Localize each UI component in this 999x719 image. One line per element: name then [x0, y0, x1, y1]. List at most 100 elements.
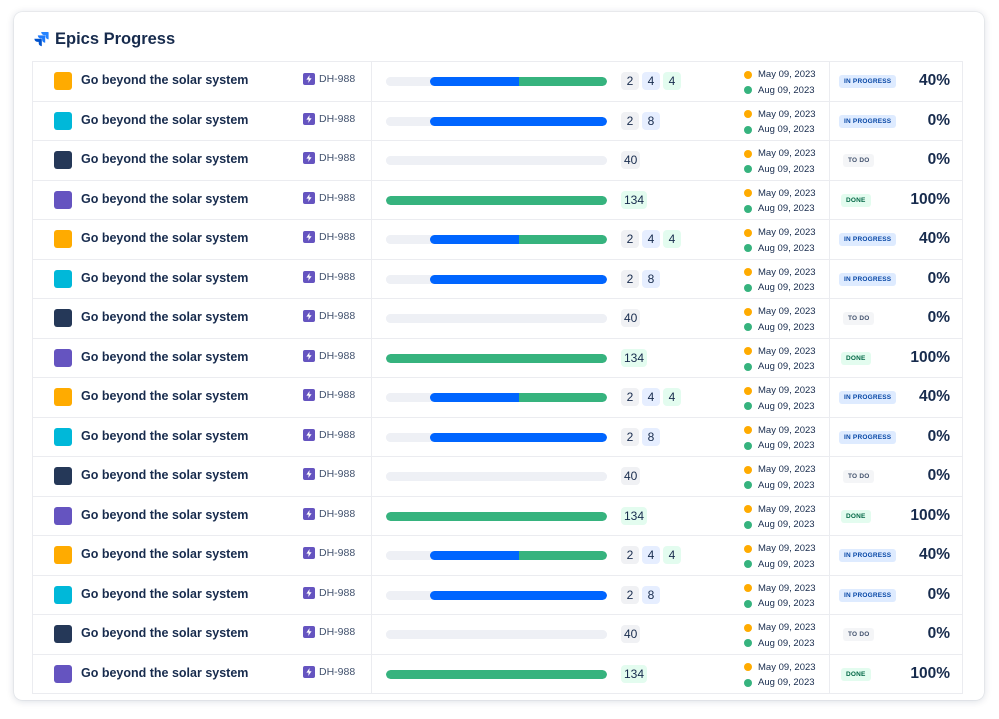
- epic-key-link[interactable]: DH-988: [303, 547, 355, 559]
- epic-name-link[interactable]: Go beyond the solar system: [81, 389, 249, 403]
- epic-key-link[interactable]: DH-988: [303, 73, 355, 85]
- column-divider: [829, 378, 830, 417]
- progress-bar: [386, 195, 607, 205]
- epic-issue-type-icon: [303, 665, 315, 678]
- end-date: Aug 09, 2023: [744, 596, 816, 612]
- table-row[interactable]: Go beyond the solar system DH-988 134 Ma…: [33, 180, 962, 220]
- epic-color-icon: [54, 151, 72, 169]
- table-row[interactable]: Go beyond the solar system DH-988 134 Ma…: [33, 338, 962, 378]
- table-row[interactable]: Go beyond the solar system DH-988 134 Ma…: [33, 654, 962, 694]
- epic-key-link[interactable]: DH-988: [303, 270, 356, 283]
- end-date-text: Aug 09, 2023: [758, 203, 815, 214]
- table-row[interactable]: Go beyond the solar system DH-988 40 May…: [33, 299, 962, 339]
- start-date-text: May 09, 2023: [758, 424, 816, 436]
- epic-name-link[interactable]: Go beyond the solar system: [81, 626, 249, 640]
- epic-name-link[interactable]: Go beyond the solar system: [81, 507, 249, 522]
- progress-bar: [386, 472, 607, 481]
- percent-complete: 100%: [910, 348, 950, 366]
- column-divider: [371, 575, 372, 614]
- epic-dates: May 09, 2023 Aug 09, 2023: [744, 67, 816, 98]
- epic-key: DH-988: [319, 270, 356, 283]
- status-badge: DONE: [841, 193, 871, 207]
- progress-todo-segment: [386, 235, 431, 244]
- epic-name-link[interactable]: Go beyond the solar system: [81, 152, 249, 166]
- epic-key-link[interactable]: DH-988: [303, 507, 355, 520]
- epic-key-link[interactable]: DH-988: [303, 389, 355, 401]
- end-date: Aug 09, 2023: [744, 162, 816, 178]
- end-date-dot-icon: [744, 599, 752, 608]
- epic-issue-type-icon: [303, 112, 315, 125]
- start-date-text: May 09, 2023: [758, 622, 816, 633]
- epic-name-link[interactable]: Go beyond the solar system: [81, 310, 249, 324]
- end-date-text: Aug 09, 2023: [758, 519, 815, 530]
- epic-key: DH-988: [319, 586, 356, 599]
- table-row[interactable]: Go beyond the solar system DH-988 40 May…: [33, 141, 962, 181]
- epic-name-link[interactable]: Go beyond the solar system: [81, 547, 249, 561]
- column-divider: [829, 141, 830, 180]
- epic-key-link[interactable]: DH-988: [303, 112, 355, 125]
- epic-key-link[interactable]: DH-988: [303, 349, 356, 362]
- start-date: May 09, 2023: [744, 423, 816, 439]
- epic-name-link[interactable]: Go beyond the solar system: [81, 191, 249, 206]
- issue-count: 4: [642, 72, 660, 90]
- end-date-text: Aug 09, 2023: [758, 598, 815, 609]
- epic-key-link[interactable]: DH-988: [303, 152, 355, 164]
- epic-key-link[interactable]: DH-988: [303, 468, 355, 480]
- epic-color-icon: [54, 348, 72, 367]
- start-date-text: May 09, 2023: [758, 385, 816, 396]
- epic-dates: May 09, 2023 Aug 09, 2023: [744, 383, 816, 414]
- epic-name-link[interactable]: Go beyond the solar system: [81, 586, 249, 601]
- epic-name-link[interactable]: Go beyond the solar system: [81, 112, 249, 127]
- end-date-dot-icon: [744, 560, 752, 569]
- epic-key-link[interactable]: DH-988: [303, 310, 355, 322]
- table-row[interactable]: Go beyond the solar system DH-988 40 May…: [33, 457, 962, 497]
- end-date-dot-icon: [744, 362, 752, 371]
- epic-key-link[interactable]: DH-988: [303, 626, 355, 638]
- column-divider: [371, 101, 372, 140]
- end-date: Aug 09, 2023: [744, 438, 816, 454]
- epic-key-link[interactable]: DH-988: [303, 231, 355, 243]
- epic-name-link[interactable]: Go beyond the solar system: [81, 231, 249, 245]
- start-date-text: May 09, 2023: [758, 266, 816, 278]
- end-date: Aug 09, 2023: [744, 201, 816, 217]
- status-badge: IN PROGRESS: [839, 75, 897, 88]
- epic-color-icon: [54, 269, 72, 288]
- epic-name-link[interactable]: Go beyond the solar system: [81, 665, 249, 680]
- epic-key-link[interactable]: DH-988: [303, 191, 356, 204]
- epic-color-icon: [54, 388, 72, 406]
- epic-issue-type-icon: [303, 310, 315, 322]
- start-date: May 09, 2023: [744, 541, 816, 557]
- epic-key: DH-988: [319, 349, 356, 362]
- end-date: Aug 09, 2023: [744, 675, 816, 691]
- start-date-dot-icon: [744, 70, 752, 79]
- epic-name-link[interactable]: Go beyond the solar system: [81, 428, 249, 443]
- epic-dates: May 09, 2023 Aug 09, 2023: [744, 304, 816, 335]
- epic-key: DH-988: [319, 191, 356, 204]
- table-row[interactable]: Go beyond the solar system DH-988 134 Ma…: [33, 496, 962, 536]
- epic-name-link[interactable]: Go beyond the solar system: [81, 270, 249, 285]
- epic-name-link[interactable]: Go beyond the solar system: [81, 73, 249, 87]
- epic-key-link[interactable]: DH-988: [303, 428, 355, 441]
- epic-name-link[interactable]: Go beyond the solar system: [81, 349, 249, 364]
- table-row[interactable]: Go beyond the solar system DH-988 40 May…: [33, 615, 962, 655]
- epic-name-link[interactable]: Go beyond the solar system: [81, 468, 249, 482]
- issue-counts: 134: [621, 664, 648, 683]
- status-badge: IN PROGRESS: [839, 549, 897, 562]
- epic-key-link[interactable]: DH-988: [303, 665, 355, 678]
- end-date-text: Aug 09, 2023: [758, 400, 815, 412]
- progress-bar: [386, 551, 607, 560]
- status-badge: TO DO: [843, 312, 875, 325]
- epic-dates: May 09, 2023 Aug 09, 2023: [744, 146, 816, 177]
- epic-key-link[interactable]: DH-988: [303, 586, 356, 599]
- progress-bar: [386, 77, 607, 86]
